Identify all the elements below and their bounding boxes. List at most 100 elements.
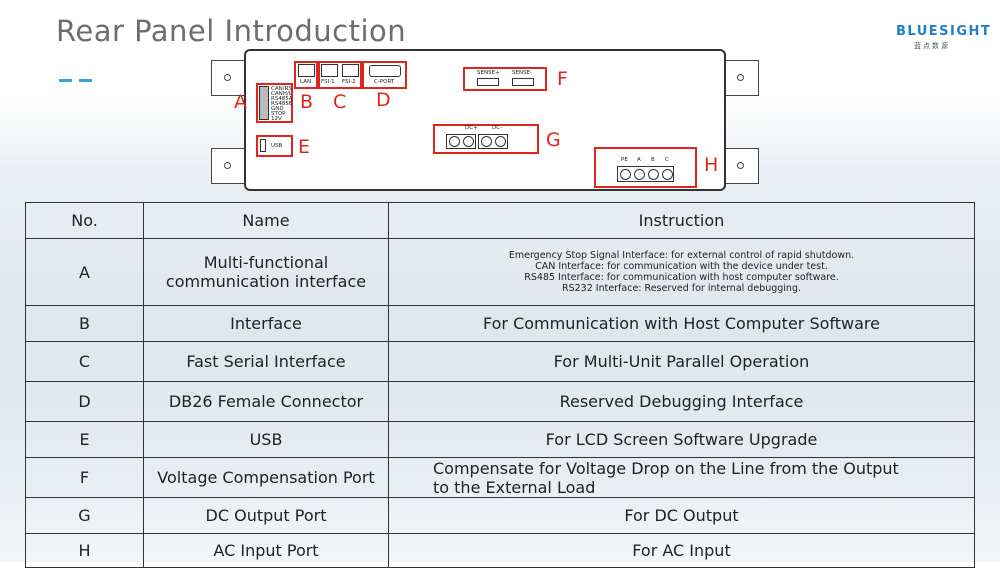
mount-flange: [211, 148, 246, 184]
page-title: Rear Panel Introduction: [56, 14, 407, 48]
callout-box-b: [294, 61, 318, 89]
pin-label: RS485A: [271, 96, 293, 102]
dc-minus-terminal: [478, 134, 508, 149]
usb-port-label: USB: [271, 143, 283, 149]
title-accent-dash: [79, 79, 92, 82]
callout-box-h: [594, 147, 697, 188]
pin-label: GND: [271, 106, 284, 112]
phase-a-label: A: [637, 157, 641, 163]
lan-port: [298, 64, 315, 77]
callout-box-c: [318, 61, 362, 89]
instruction-line: CAN Interface: for communication with th…: [535, 261, 828, 272]
mount-flange: [724, 148, 759, 184]
pe-label: PE: [621, 157, 628, 163]
mount-hole: [737, 74, 744, 81]
callout-label-a: A: [234, 91, 247, 113]
usb-port: [260, 139, 266, 152]
callout-label-d: D: [376, 89, 391, 111]
callout-box-d: [362, 61, 407, 89]
mount-flange: [211, 60, 246, 96]
brand-logo-subtitle: 蓝点数源: [914, 42, 950, 50]
row-name: Voltage Compensation Port: [143, 457, 389, 498]
instruction-line: RS232 Interface: Reserved for internal d…: [561, 283, 802, 294]
instruction-line: Emergency Stop Signal Interface: for ext…: [508, 250, 855, 261]
mount-hole: [224, 162, 231, 169]
table-row: A Multi-functional communication interfa…: [25, 238, 975, 306]
row-name: AC Input Port: [143, 533, 389, 568]
callout-label-h: H: [704, 154, 719, 176]
row-no: D: [25, 381, 144, 422]
pin-label: CANH/L: [271, 91, 292, 97]
table-row: G DC Output Port For DC Output: [25, 497, 975, 534]
callout-box-e: [256, 135, 293, 157]
row-name: USB: [143, 421, 389, 458]
row-no: F: [25, 457, 144, 498]
table-row: E USB For LCD Screen Software Upgrade: [25, 421, 975, 458]
sense-minus-port: [512, 78, 534, 86]
pin-label: RS485B: [271, 101, 293, 107]
callout-label-e: E: [298, 136, 311, 158]
fsi2-port: [342, 64, 359, 77]
phase-b-label: B: [651, 157, 655, 163]
table-row: H AC Input Port For AC Input: [25, 533, 975, 568]
brand-logo: BLUESIGHT: [896, 24, 992, 39]
pin-label: CAN/RS: [271, 86, 292, 92]
header-instruction: Instruction: [388, 202, 975, 239]
table-row: F Voltage Compensation Port Compensate f…: [25, 457, 975, 498]
sense-plus-port: [477, 78, 499, 86]
row-name: Multi-functional communication interface: [143, 238, 389, 306]
row-no: E: [25, 421, 144, 458]
mount-flange: [724, 60, 759, 96]
pin-label: 12V: [271, 116, 282, 122]
callout-box-f: [463, 67, 547, 91]
row-no: G: [25, 497, 144, 534]
table-row: B Interface For Communication with Host …: [25, 305, 975, 342]
row-no: A: [25, 238, 144, 306]
row-instruction: For Communication with Host Computer Sof…: [388, 305, 975, 342]
callout-label-b: B: [300, 91, 314, 113]
row-instruction: For AC Input: [388, 533, 975, 568]
mount-hole: [224, 74, 231, 81]
row-name: Interface: [143, 305, 389, 342]
pin-label: STOP: [271, 111, 286, 117]
row-instruction: Emergency Stop Signal Interface: for ext…: [388, 238, 975, 306]
callout-box-a: [256, 83, 293, 123]
callout-label-f: F: [557, 68, 568, 90]
sense-plus-label: SENSE+: [477, 70, 500, 76]
lan-port-label: LAN: [300, 79, 312, 85]
row-name: DB26 Female Connector: [143, 381, 389, 422]
title-accent-dash: [59, 79, 72, 82]
table-row: C Fast Serial Interface For Multi-Unit P…: [25, 341, 975, 382]
callout-label-c: C: [333, 91, 347, 113]
table-row: D DB26 Female Connector Reserved Debuggi…: [25, 381, 975, 422]
fsi2-port-label: FSI-2: [342, 79, 356, 85]
ac-input-terminal: [617, 166, 674, 182]
row-name: Fast Serial Interface: [143, 341, 389, 382]
db26-connector: [369, 65, 401, 77]
dc-plus-terminal: [446, 134, 476, 149]
callout-label-g: G: [546, 129, 561, 151]
row-instruction: For LCD Screen Software Upgrade: [388, 421, 975, 458]
dc-minus-label: DC-: [492, 125, 503, 131]
row-instruction: For DC Output: [388, 497, 975, 534]
row-name: DC Output Port: [143, 497, 389, 534]
terminal-block: [259, 86, 269, 120]
header-name: Name: [143, 202, 389, 239]
fsi1-port: [321, 64, 338, 77]
instruction-line: RS485 Interface: for communication with …: [524, 272, 839, 283]
row-instruction: Compensate for Voltage Drop on the Line …: [388, 457, 975, 498]
phase-c-label: C: [665, 157, 669, 163]
cport-label: C-PORT: [374, 79, 395, 85]
rear-panel-table: No. Name Instruction A Multi-functional …: [25, 202, 975, 568]
row-no: C: [25, 341, 144, 382]
callout-box-g: [433, 124, 539, 154]
mount-hole: [737, 162, 744, 169]
row-instruction: Reserved Debugging Interface: [388, 381, 975, 422]
row-no: H: [25, 533, 144, 568]
row-no: B: [25, 305, 144, 342]
row-instruction: For Multi-Unit Parallel Operation: [388, 341, 975, 382]
table-header-row: No. Name Instruction: [25, 202, 975, 239]
header-no: No.: [25, 202, 144, 239]
fsi1-port-label: FSI-1: [321, 79, 335, 85]
dc-plus-label: DC+: [465, 125, 478, 131]
